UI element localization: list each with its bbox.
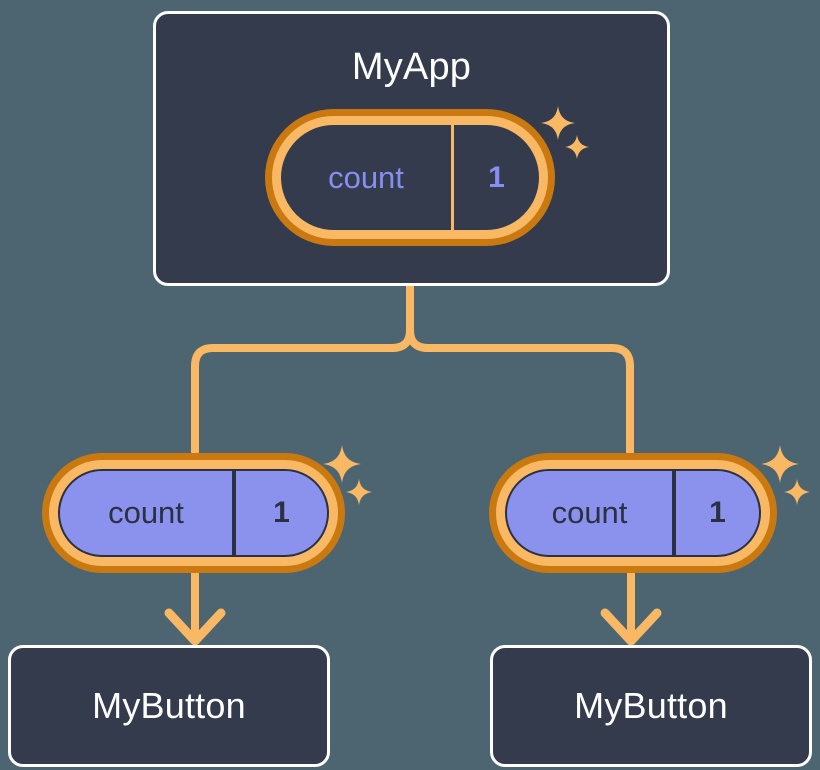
state-pill-child-right[interactable]: count 1 <box>489 453 777 573</box>
state-pill-child-left-inner: count 1 <box>58 469 329 557</box>
component-title-mybutton-right: MyButton <box>574 685 728 726</box>
state-key-root: count <box>328 159 404 195</box>
arrow-head-right-icon <box>600 608 662 646</box>
state-key-child-left: count <box>108 495 184 530</box>
state-key-child-right: count <box>551 495 628 530</box>
state-pill-root-body[interactable]: count 1 <box>265 109 555 246</box>
state-pill-child-right-inner: count 1 <box>505 469 761 557</box>
state-pill-child-left-ring: count 1 <box>49 460 338 566</box>
state-pill-root-ring: count 1 <box>272 116 548 239</box>
state-pill-child-right-body[interactable]: count 1 <box>489 453 777 573</box>
state-pill-child-left-body[interactable]: count 1 <box>42 453 345 573</box>
state-pill-root-inner: count 1 <box>281 125 539 230</box>
component-box-mybutton-right[interactable]: MyButton <box>490 645 812 767</box>
state-value-child-left: 1 <box>273 496 290 529</box>
state-pill-root-divider <box>451 125 454 230</box>
tree-connector-path <box>191 282 634 456</box>
component-box-mybutton-left[interactable]: MyButton <box>8 645 330 767</box>
sparkle-small-icon <box>346 479 372 505</box>
state-pill-child-right-ring: count 1 <box>496 460 770 566</box>
component-title-myapp: MyApp <box>351 46 472 88</box>
arrow-head-left-icon <box>164 608 226 646</box>
sparkle-small-icon <box>784 479 810 505</box>
state-pill-child-left-divider <box>232 471 236 555</box>
state-pill-child-left[interactable]: count 1 <box>42 453 345 573</box>
state-value-child-right: 1 <box>709 496 726 529</box>
component-title-mybutton-left: MyButton <box>92 685 246 726</box>
state-pill-child-right-divider <box>672 471 676 555</box>
state-value-root: 1 <box>488 160 505 194</box>
state-pill-root[interactable]: count 1 <box>265 109 555 246</box>
